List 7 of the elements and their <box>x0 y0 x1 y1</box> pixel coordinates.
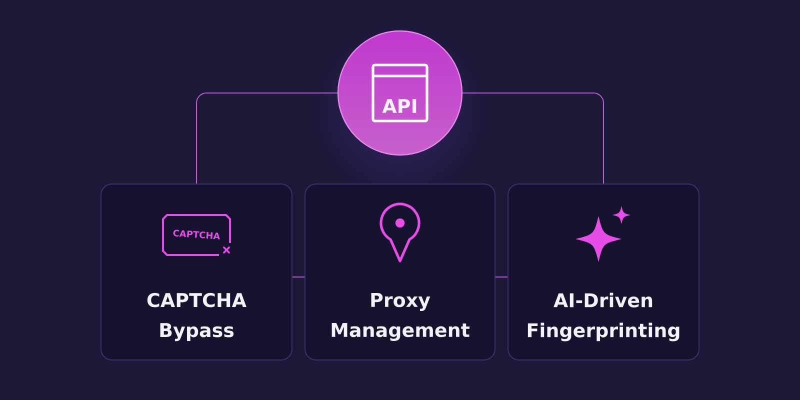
connector-line <box>196 92 338 184</box>
connector-line <box>495 276 508 278</box>
connector-line <box>462 92 604 184</box>
captcha-text: CAPTCHA <box>173 230 220 240</box>
feature-card: AI-Driven Fingerprinting <box>508 184 700 360</box>
feature-card: Proxy Management <box>304 184 496 360</box>
connector-line <box>292 276 305 278</box>
